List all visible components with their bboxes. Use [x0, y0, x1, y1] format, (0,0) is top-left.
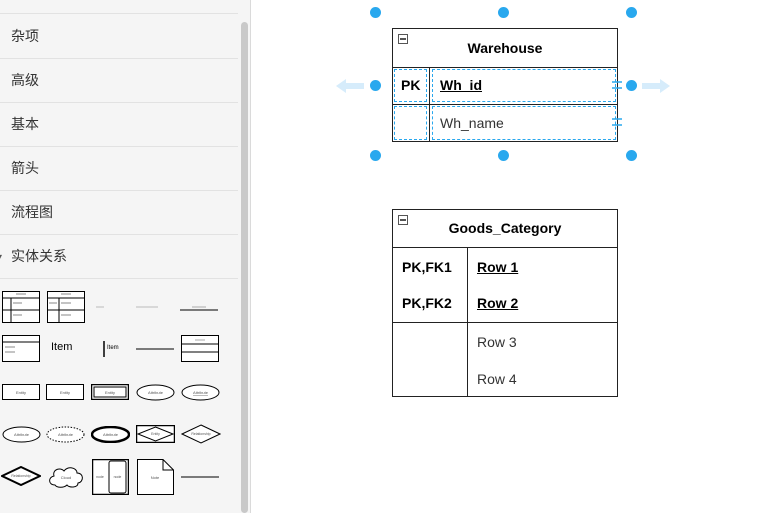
- key-cell-outline: [394, 106, 427, 140]
- shape-entity[interactable]: Entity: [2, 384, 40, 400]
- shape-associative-entity[interactable]: Entity: [136, 425, 175, 443]
- category-arrows[interactable]: 箭头: [0, 147, 238, 191]
- shape-cloud[interactable]: Cloud: [47, 465, 85, 489]
- row-connect-icon[interactable]: [612, 79, 622, 91]
- svg-text:Note: Note: [151, 475, 160, 480]
- shape-note[interactable]: Note: [137, 459, 174, 495]
- table-row-name[interactable]: Row 2: [477, 295, 519, 311]
- svg-text:Entity: Entity: [151, 432, 160, 436]
- collapse-icon[interactable]: [398, 215, 408, 225]
- table-row-name[interactable]: Row 4: [477, 371, 517, 387]
- svg-text:Attribute: Attribute: [14, 432, 30, 437]
- warehouse-table[interactable]: Warehouse PK Wh_id Wh_name: [392, 28, 618, 142]
- svg-text:Attribute: Attribute: [103, 432, 119, 437]
- table-row-key[interactable]: PK,FK1: [402, 259, 452, 275]
- shape-weak-entity[interactable]: Entity: [91, 384, 129, 400]
- category-advanced[interactable]: 高级: [0, 59, 238, 103]
- table-row-key[interactable]: PK: [401, 77, 421, 93]
- shape-node[interactable]: node node: [92, 459, 129, 495]
- resize-handle-n[interactable]: [498, 7, 509, 18]
- svg-text:Entity: Entity: [60, 390, 70, 395]
- category-general[interactable]: 通用: [0, 0, 238, 14]
- shape-identifying-relationship[interactable]: Relationship: [1, 466, 41, 486]
- category-entity-relation[interactable]: ▾ 实体关系: [0, 235, 238, 279]
- shape-er-tiny[interactable]: [96, 304, 106, 310]
- svg-text:node: node: [114, 475, 122, 479]
- resize-handle-w[interactable]: [370, 80, 381, 91]
- shape-sidebar: 通用 杂项 高级 基本 箭头 流程图 ▾ 实体关系: [0, 0, 251, 513]
- shape-line[interactable]: [136, 347, 174, 351]
- row-connect-icon[interactable]: [612, 116, 622, 128]
- shape-key-attribute[interactable]: Attribute: [181, 384, 220, 401]
- resize-handle-s[interactable]: [498, 150, 509, 161]
- table-row-key[interactable]: PK,FK2: [402, 295, 452, 311]
- svg-text:Entity: Entity: [105, 390, 115, 395]
- category-flowchart[interactable]: 流程图: [0, 191, 238, 235]
- category-misc[interactable]: 杂项: [0, 15, 238, 59]
- expanded-caret-icon: ▾: [0, 235, 2, 279]
- table-row-name[interactable]: Wh_id: [440, 77, 482, 93]
- shape-multivalued-attribute[interactable]: Attribute: [91, 426, 130, 443]
- svg-text:Relationship: Relationship: [11, 474, 30, 478]
- shape-er-table-2[interactable]: [47, 291, 85, 323]
- name-cell-outline: [432, 106, 616, 140]
- resize-handle-se[interactable]: [626, 150, 637, 161]
- svg-text:Cloud: Cloud: [61, 475, 71, 480]
- shape-er-line-header[interactable]: [180, 304, 220, 312]
- svg-text:Attribute: Attribute: [58, 432, 74, 437]
- table-title: Warehouse: [467, 40, 543, 56]
- svg-text:Attribute: Attribute: [193, 390, 209, 395]
- shape-er-table[interactable]: [2, 291, 40, 323]
- clone-arrow-left-icon[interactable]: [334, 78, 368, 94]
- sidebar-scrollbar[interactable]: [241, 22, 248, 513]
- shape-bar[interactable]: [101, 341, 107, 357]
- table-row-name[interactable]: Row 3: [477, 334, 517, 350]
- resize-handle-ne[interactable]: [626, 7, 637, 18]
- shape-derived-attribute[interactable]: Attribute: [46, 426, 85, 443]
- pk-cell-outline: [394, 69, 427, 102]
- collapse-icon[interactable]: [398, 34, 408, 44]
- shape-relationship[interactable]: Relationship: [181, 424, 221, 444]
- shape-line-2[interactable]: [181, 475, 219, 479]
- category-basic[interactable]: 基本: [0, 103, 238, 147]
- clone-arrow-right-icon[interactable]: [638, 78, 672, 94]
- svg-text:Entity: Entity: [16, 390, 26, 395]
- shape-attribute-2[interactable]: Attribute: [2, 426, 41, 443]
- shape-er-list[interactable]: [2, 335, 40, 362]
- svg-text:node: node: [96, 475, 104, 479]
- shape-item-text[interactable]: Item: [51, 341, 73, 353]
- shape-er-tiny-2[interactable]: [136, 304, 160, 310]
- table-row-name[interactable]: Wh_name: [440, 115, 504, 131]
- name-cell-outline: [432, 69, 616, 102]
- table-title: Goods_Category: [448, 220, 562, 236]
- diagram-canvas[interactable]: Warehouse PK Wh_id Wh_name: [252, 0, 760, 513]
- svg-text:Attribute: Attribute: [148, 390, 164, 395]
- shape-er-entity-table[interactable]: [181, 335, 219, 362]
- resize-handle-nw[interactable]: [370, 7, 381, 18]
- goods-category-table[interactable]: Goods_Category PK,FK1 Row 1 PK,FK2 Row 2…: [392, 209, 618, 397]
- resize-handle-sw[interactable]: [370, 150, 381, 161]
- resize-handle-e[interactable]: [626, 80, 637, 91]
- shape-entity-2[interactable]: Entity: [46, 384, 84, 400]
- svg-text:Relationship: Relationship: [191, 432, 210, 436]
- shape-attribute[interactable]: Attribute: [136, 384, 175, 401]
- shape-item-small-text[interactable]: Item: [107, 345, 119, 351]
- table-row-name[interactable]: Row 1: [477, 259, 519, 275]
